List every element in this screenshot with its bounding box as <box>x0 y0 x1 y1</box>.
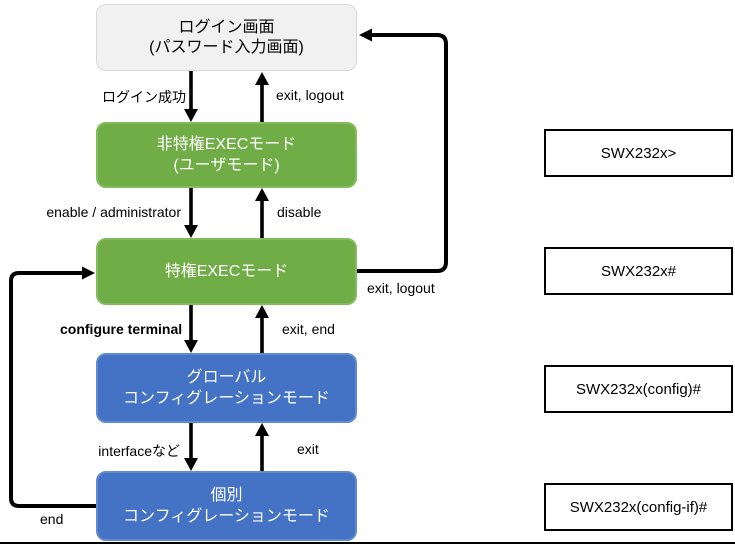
prompt-global-config: SWX232x(config)# <box>575 380 702 398</box>
arrow-end-loop <box>9 266 96 508</box>
label-end: end <box>40 511 64 527</box>
label-configure-terminal: configure terminal <box>60 321 183 337</box>
arrow-login-success <box>184 71 198 122</box>
arrow-disable <box>255 188 269 238</box>
label-exit: exit <box>297 441 319 457</box>
prompt-user-exec: SWX232x> <box>600 144 677 162</box>
arrow-enable <box>184 188 198 238</box>
label-exit-logout-top: exit, logout <box>276 87 344 103</box>
mode-box-login-line1: ログイン画面 <box>178 18 275 36</box>
arrow-configure-terminal <box>184 305 198 353</box>
mode-box-global-config: グローバル コンフィグレーションモード <box>96 353 357 423</box>
prompt-priv-exec: SWX232x# <box>600 262 677 280</box>
mode-box-if-config-line1: 個別 <box>210 487 243 504</box>
arrow-exit-logout-top <box>255 72 269 122</box>
mode-box-priv-exec: 特権EXECモード <box>96 238 357 305</box>
mode-box-priv-exec-line1: 特権EXECモード <box>164 263 289 280</box>
arrow-exit-end <box>255 305 269 353</box>
arrow-exit <box>255 423 269 471</box>
label-enable: enable / administrator <box>46 204 181 220</box>
label-login-success: ログイン成功 <box>102 89 186 105</box>
mode-box-user-exec-line1: 非特権EXECモード <box>156 136 297 153</box>
prompt-box-priv-exec: SWX232x# <box>544 247 733 295</box>
mode-box-if-config-line2: コンフィグレーションモード <box>123 508 330 525</box>
arrow-exit-logout-loop <box>356 28 448 273</box>
mode-box-global-config-line1: グローバル <box>186 369 267 386</box>
mode-box-if-config: 個別 コンフィグレーションモード <box>96 471 357 541</box>
mode-box-user-exec: 非特権EXECモード (ユーザモード) <box>96 122 357 188</box>
prompt-box-if-config: SWX232x(config-if)# <box>544 483 733 531</box>
mode-box-user-exec-line2: (ユーザモード) <box>173 157 280 174</box>
arrow-interface <box>184 423 198 471</box>
mode-box-login-line2: (パスワード入力画面) <box>149 38 304 56</box>
figure-bottom-border <box>0 542 735 544</box>
label-exit-logout-right: exit, logout <box>367 280 435 296</box>
prompt-if-config: SWX232x(config-if)# <box>569 498 708 516</box>
label-exit-end: exit, end <box>282 321 335 337</box>
mode-box-login: ログイン画面 (パスワード入力画面) <box>96 4 357 71</box>
label-disable: disable <box>277 204 322 220</box>
label-interface: interfaceなど <box>98 443 180 459</box>
prompt-box-global-config: SWX232x(config)# <box>544 365 733 413</box>
prompt-box-user-exec: SWX232x> <box>544 129 733 177</box>
mode-box-global-config-line2: コンフィグレーションモード <box>123 390 330 407</box>
